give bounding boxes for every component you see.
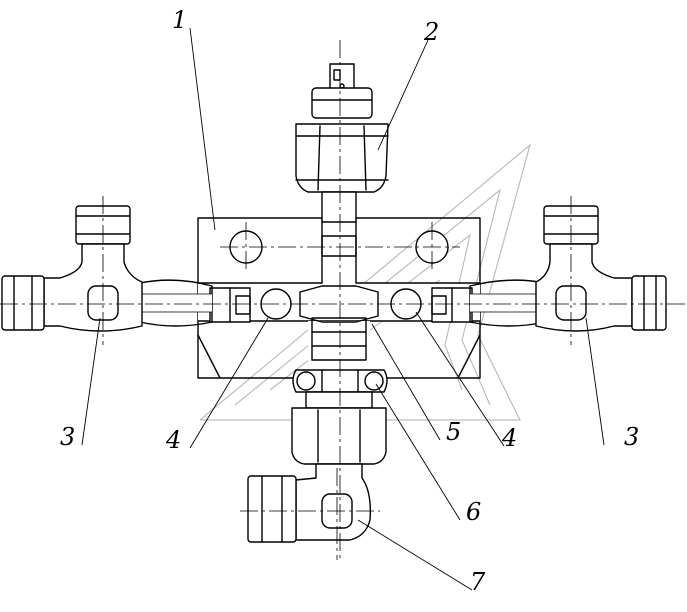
callout-7: 7: [470, 568, 486, 596]
callout-1: 1: [172, 6, 187, 34]
callout-6: 6: [466, 498, 481, 526]
callout-4-right: 4: [501, 424, 517, 452]
callout-4-left: 4: [165, 426, 181, 454]
right-pipe: [469, 279, 546, 327]
callout-3-left: 3: [60, 423, 75, 451]
callout-5: 5: [446, 418, 461, 446]
ball-plugs: [209, 285, 473, 323]
right-tee-fitting: [535, 205, 667, 332]
callout-3-right: 3: [624, 423, 639, 451]
top-sensor: [295, 63, 389, 223]
axis-lines: [0, 40, 687, 560]
callout-2: 2: [423, 18, 439, 46]
callout-labels: 1 2 3 3 4 5 4 6 7: [60, 6, 639, 596]
bottom-fitting: [247, 369, 388, 543]
left-pipe: [139, 279, 213, 327]
leader-lines: [81, 27, 605, 591]
left-tee-fitting: [1, 205, 143, 332]
